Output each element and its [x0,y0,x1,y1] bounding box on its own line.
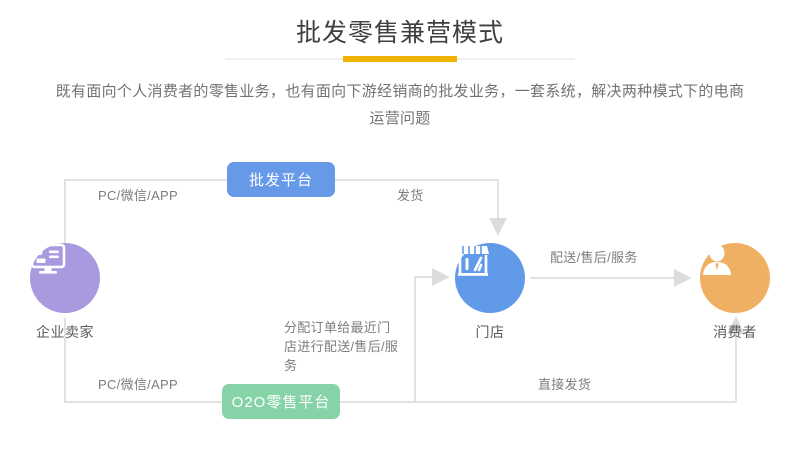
node-store[interactable]: 门店 [455,243,525,342]
badge-wholesale-platform-label: 批发平台 [248,172,313,189]
node-consumer-label: 消费者 [713,324,757,340]
edge-seller-to-consumer-bottom [64,316,745,403]
user-icon [703,244,731,275]
edge-label-ship: 发货 [397,188,424,203]
node-consumer-circle [700,243,770,313]
badge-wholesale-platform[interactable]: 批发平台 [227,162,335,197]
page-header: 批发零售兼营模式 既有面向个人消费者的零售业务，也有面向下游经销商的批发业务，一… [0,0,800,132]
badge-o2o-retail-platform-label: O2O零售平台 [231,394,331,411]
edge-label-delivery-service: 配送/售后/服务 [550,250,638,265]
storefront-icon [457,246,489,276]
divider-accent-bar [343,56,457,62]
edge-o2o-to-store [414,268,450,402]
node-consumer[interactable]: 消费者 [700,243,770,342]
node-store-label: 门店 [475,324,505,340]
edge-label-assign-order: 分配订单给最近门店进行配送/售后/服务 [284,320,399,373]
node-enterprise-seller[interactable]: 企业卖家 [30,243,100,342]
edge-label-top-channel: PC/微信/APP [98,188,178,203]
monitor-icon [30,243,66,274]
node-enterprise-seller-label: 企业卖家 [36,324,94,340]
title-divider [225,56,575,62]
edge-label-bottom-channel: PC/微信/APP [98,377,178,392]
node-enterprise-seller-circle [30,243,100,313]
node-store-circle [455,243,525,313]
page-title: 批发零售兼营模式 [295,19,504,47]
page-subtitle: 既有面向个人消费者的零售业务，也有面向下游经销商的批发业务，一套系统，解决两种模… [55,83,745,127]
badge-o2o-retail-platform[interactable]: O2O零售平台 [222,384,340,419]
edge-label-direct-ship: 直接发货 [538,377,592,392]
